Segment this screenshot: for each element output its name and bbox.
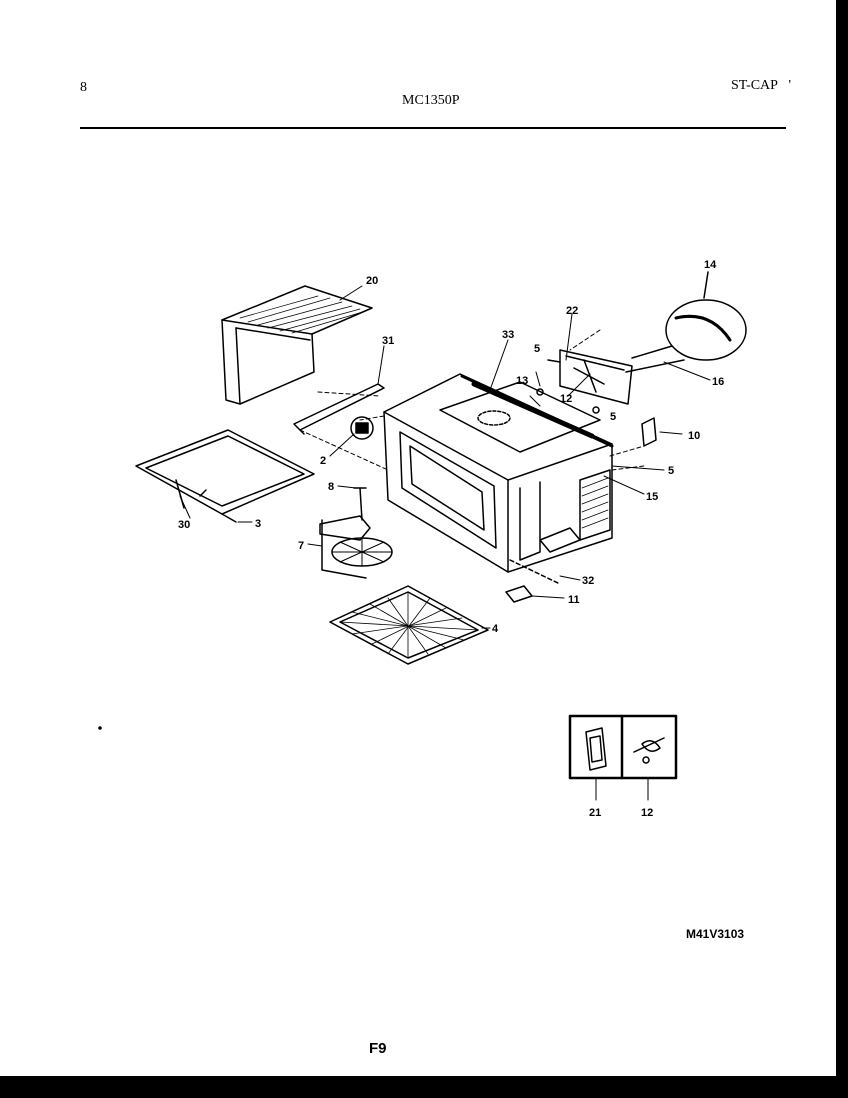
callout-13: 13	[516, 375, 528, 387]
figure-code: M41V3103	[686, 927, 745, 941]
callout-16: 16	[712, 376, 724, 388]
rail-part	[293, 383, 385, 435]
fan-bracket-part	[536, 349, 633, 414]
turntable-motor-part	[350, 416, 374, 440]
leader-lines	[179, 285, 711, 629]
roller-ring-part	[319, 487, 393, 579]
callout-5-mid: 5	[610, 411, 616, 423]
accessory-21-icon	[585, 727, 607, 771]
callout-11: 11	[568, 594, 580, 606]
callout-12-bracket: 12	[560, 393, 572, 405]
callout-2: 2	[320, 455, 326, 467]
page-code: F9	[369, 1040, 387, 1057]
callout-15: 15	[646, 491, 658, 503]
switch-part	[505, 585, 533, 603]
accessory-boxes: 21 12	[568, 714, 678, 819]
callout-30: 30	[178, 519, 190, 531]
callout-5-right: 5	[668, 465, 674, 477]
callout-32: 32	[582, 575, 594, 587]
oven-cavity-part	[383, 373, 614, 585]
assembly-lines	[299, 329, 645, 471]
callout-4: 4	[492, 623, 499, 635]
callout-31: 31	[382, 335, 394, 347]
parts-diagram-page: 8 MC1350P ST-CAP '	[0, 0, 836, 1076]
turntable-tray-part	[329, 585, 489, 665]
callout-5-top: 5	[534, 343, 540, 355]
callout-20: 20	[366, 275, 378, 287]
page-number: 8	[80, 80, 87, 95]
cabinet-wrapper-part	[221, 285, 373, 405]
callout-8: 8	[328, 481, 334, 493]
callout-7: 7	[298, 540, 304, 552]
category-label: ST-CAP '	[731, 78, 791, 93]
accessory-12-icon	[633, 737, 665, 764]
header-rule	[80, 127, 786, 129]
tray-part	[135, 429, 315, 523]
exploded-view-diagram: 20 31 33 22 14 5 13 12 5 16 10 5 15 2 8 …	[98, 259, 747, 819]
callout-21: 21	[589, 807, 601, 819]
callout-3: 3	[255, 518, 261, 530]
callout-14: 14	[704, 259, 717, 271]
callout-12-accessory: 12	[641, 807, 653, 819]
stray-marks	[98, 726, 102, 730]
cover-part	[641, 417, 657, 447]
callout-22: 22	[566, 305, 578, 317]
callout-10: 10	[688, 430, 700, 442]
detail-circle-part	[625, 271, 747, 373]
callout-33: 33	[502, 329, 514, 341]
model-number: MC1350P	[402, 93, 460, 108]
